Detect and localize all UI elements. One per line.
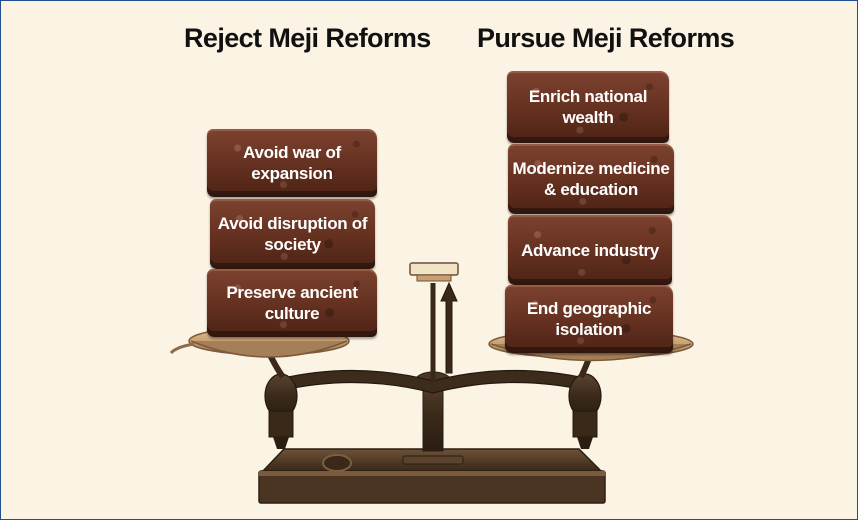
brick-pursue-2: Modernize medicine & education [508, 144, 674, 214]
brick-pursue-3: Advance industry [508, 215, 672, 285]
brick-reject-2: Avoid disruption of society [210, 199, 375, 269]
right-heading: Pursue Meji Reforms [477, 23, 735, 53]
scale-gauge [409, 262, 459, 276]
scale-needle [440, 281, 458, 374]
brick-reject-1: Avoid war of expansion [207, 129, 377, 197]
left-pivot [264, 373, 298, 449]
brick-pursue-4: End geographic isolation [505, 285, 673, 353]
scale-base-medallion [322, 454, 352, 472]
brick-pursue-1: Enrich national wealth [507, 71, 669, 143]
right-pivot [568, 373, 602, 449]
left-heading: Reject Meji Reforms [184, 23, 431, 53]
brick-reject-3: Preserve ancient culture [207, 269, 377, 337]
